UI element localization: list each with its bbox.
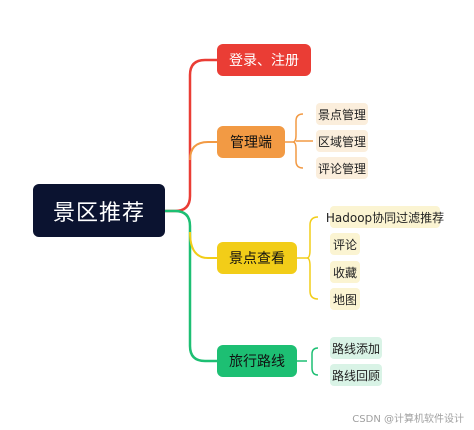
leaf-favorite[interactable]: 收藏 [330, 261, 360, 283]
connector-route [165, 209, 217, 363]
bracket-route [297, 347, 319, 376]
branch-scenic-view[interactable]: 景点查看 [217, 242, 297, 274]
connector-view [189, 231, 217, 259]
leaf-comment-management[interactable]: 评论管理 [316, 157, 368, 179]
leaf-comment[interactable]: 评论 [330, 233, 360, 255]
connector-login [165, 58, 217, 213]
leaf-area-management[interactable]: 区域管理 [316, 130, 368, 152]
branch-login-register[interactable]: 登录、注册 [217, 44, 311, 76]
leaf-map[interactable]: 地图 [330, 288, 360, 310]
leaf-scenic-management[interactable]: 景点管理 [316, 103, 368, 125]
watermark: CSDN @计算机软件设计 [352, 414, 464, 425]
leaf-route-add[interactable]: 路线添加 [330, 337, 382, 359]
bracket-view [297, 216, 319, 300]
connector-admin [189, 141, 217, 161]
root-node[interactable]: 景区推荐 [33, 184, 165, 237]
leaf-hadoop-recommend[interactable]: Hadoop协同过滤推荐 [326, 206, 444, 228]
bracket-admin [285, 113, 304, 169]
branch-admin[interactable]: 管理端 [217, 126, 285, 158]
branch-travel-route[interactable]: 旅行路线 [217, 345, 297, 377]
leaf-route-review[interactable]: 路线回顾 [330, 364, 382, 386]
